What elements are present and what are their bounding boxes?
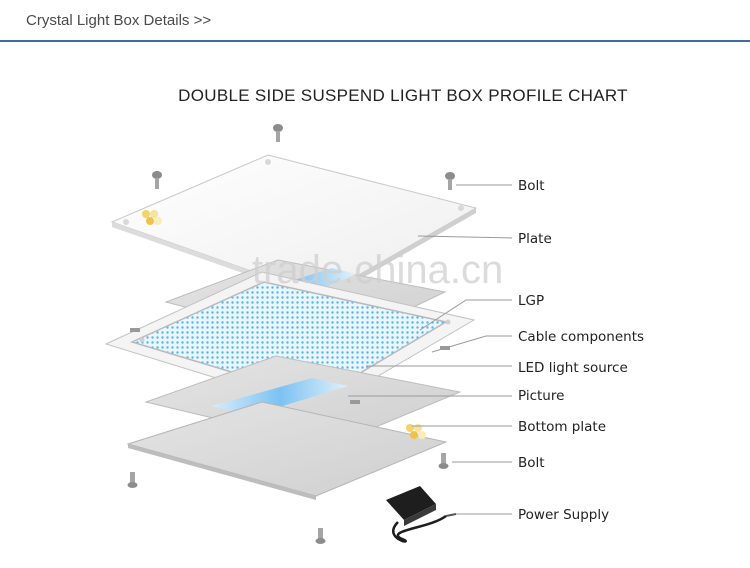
label-bolt-top: Bolt — [518, 178, 545, 194]
watermark: trade.china.cn — [252, 248, 503, 292]
label-bolt-bottom: Bolt — [518, 455, 545, 471]
header-bar: Crystal Light Box Details >> — [0, 0, 750, 42]
label-picture: Picture — [518, 388, 564, 404]
bolt-icon — [152, 171, 162, 189]
bolt-icon — [273, 124, 283, 142]
label-bottom-plate: Bottom plate — [518, 419, 606, 435]
label-cable-components: Cable components — [518, 329, 644, 345]
leader-lines — [348, 184, 513, 515]
logo-badge-top — [142, 210, 162, 225]
label-plate: Plate — [518, 231, 552, 247]
label-lgp: LGP — [518, 293, 544, 309]
bolt-icon — [445, 172, 455, 190]
bolt-icon — [315, 528, 326, 544]
bolt-icon — [438, 453, 449, 469]
label-power-supply: Power Supply — [518, 507, 609, 523]
bolt-icon — [127, 472, 138, 488]
diagram-title: DOUBLE SIDE SUSPEND LIGHT BOX PROFILE CH… — [178, 86, 628, 105]
bottom-plate — [126, 401, 448, 500]
section-title: Crystal Light Box Details >> — [26, 12, 212, 29]
power-supply-icon — [386, 486, 457, 543]
label-led-light-source: LED light source — [518, 360, 628, 376]
